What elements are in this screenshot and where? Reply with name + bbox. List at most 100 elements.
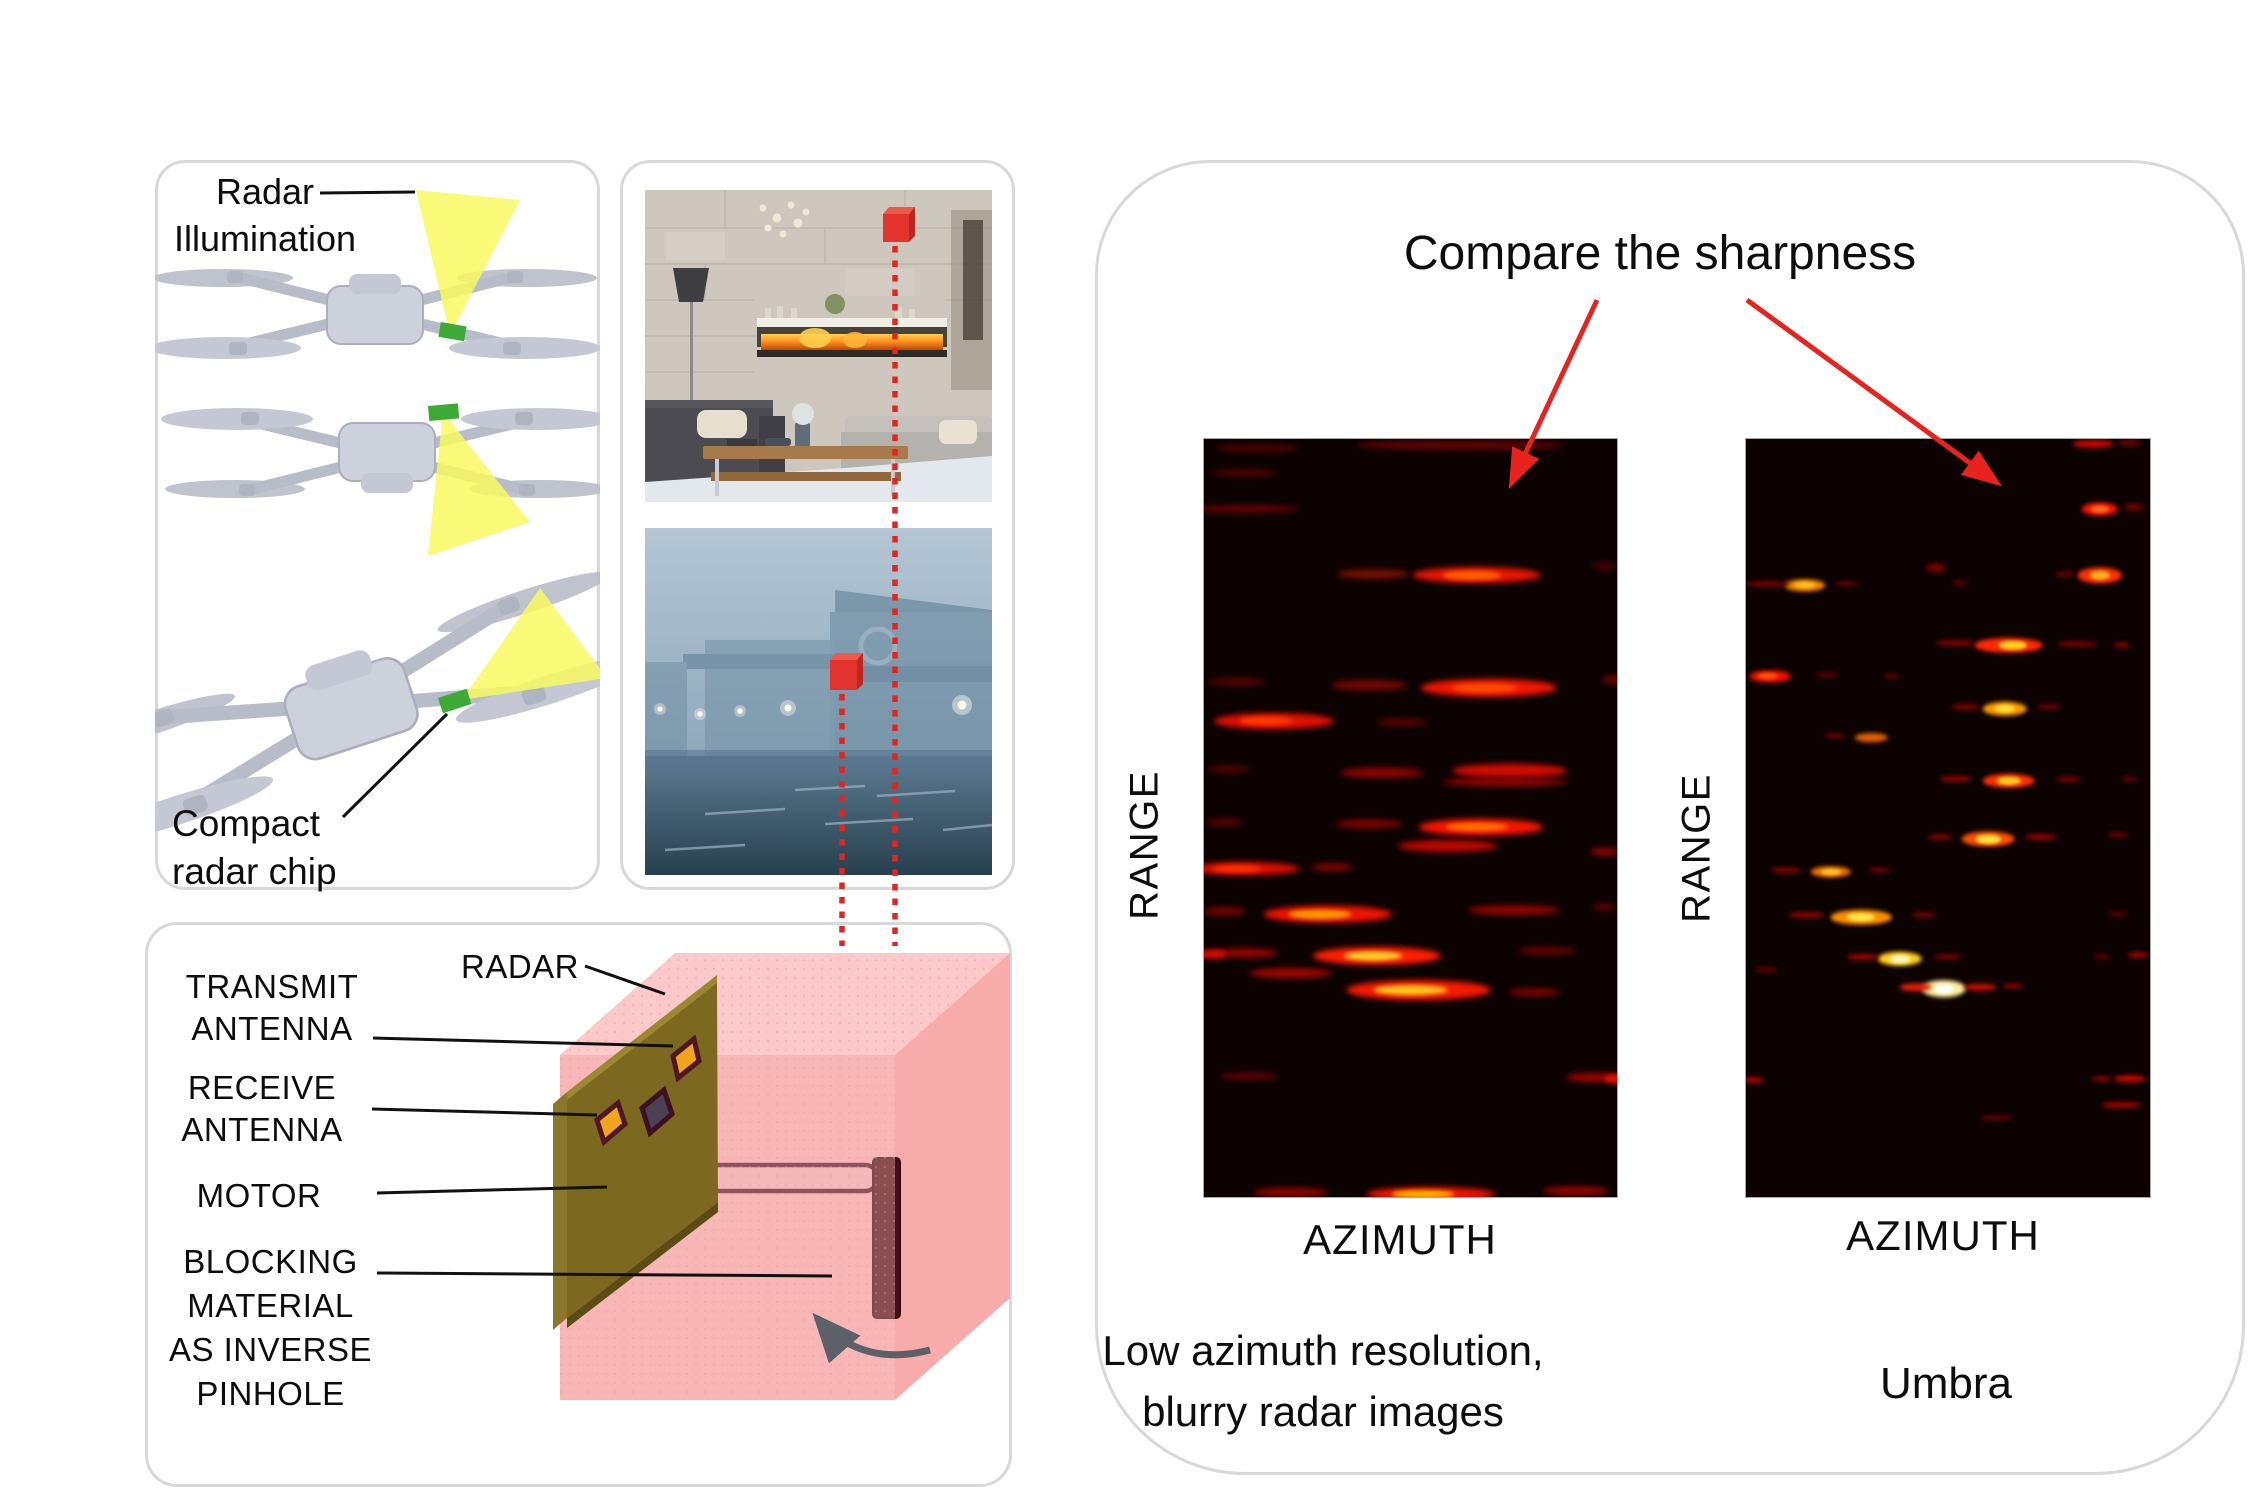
heatmap-blob (1814, 672, 1839, 678)
radar-chip-1 (438, 321, 467, 342)
heatmap-blob (1398, 839, 1498, 853)
heatmap-blob (2057, 776, 2082, 782)
heatmap-blob (1911, 912, 1936, 918)
heatmap-blob (1590, 847, 1617, 857)
azimuth-label-left: AZIMUTH (1303, 1216, 1497, 1263)
heatmap-blob (1212, 469, 1279, 477)
heatmap-blob (1212, 864, 1262, 873)
heatmap-blob (1824, 733, 1845, 739)
heatmap-blob (1834, 581, 1860, 587)
heatmap-blob (1602, 675, 1617, 685)
heatmap-blob (1253, 1188, 1328, 1197)
drone-illustrations (155, 190, 600, 890)
heatmap-blob (1220, 1072, 1279, 1080)
radar-image-blurry (1203, 438, 1618, 1198)
heatmap-blob (2121, 777, 2138, 782)
heatmap-blob (2101, 1101, 2142, 1108)
heatmap-blob (1336, 819, 1403, 829)
motor-label: MOTOR (196, 1177, 322, 1214)
heatmap-blob (1204, 949, 1227, 960)
radar-image-umbra (1745, 438, 2151, 1198)
heatmap-blob (1542, 1186, 1609, 1196)
heatmap-blob (1443, 571, 1502, 580)
heatmap-blob (1996, 776, 2021, 786)
heatmap-blob (1249, 968, 1333, 979)
radar-illumination-pointer-line (319, 190, 416, 195)
heatmap-blob (1592, 562, 1617, 570)
radar-label: RADAR (460, 948, 580, 985)
heatmap-blob (1451, 683, 1518, 693)
heatmap-blob (1952, 580, 1969, 586)
heatmap-blob (2127, 952, 2148, 959)
heatmap-blob (1772, 867, 1801, 873)
heatmap-blob (1204, 907, 1246, 916)
heatmap-blob (1746, 1077, 1765, 1084)
heatmap-blob (2055, 570, 2076, 577)
radar-board-side-edge (553, 1092, 567, 1330)
compact-chip-pointer-line (341, 712, 449, 819)
heatmap-blob (1933, 954, 1963, 960)
compact-radar-chip-label: Compact radar chip (172, 803, 337, 892)
heatmap-blob (1998, 641, 2027, 650)
heatmap-blob (1356, 440, 1564, 450)
heatmap-blob (2107, 911, 2128, 916)
heatmap-blob (2113, 642, 2130, 648)
heatmap-blob (2002, 982, 2023, 989)
heatmap-blob (1754, 966, 1779, 973)
heatmap-blob (1443, 777, 1568, 787)
drone-bottom-view (161, 408, 600, 498)
heatmap-blob (2090, 505, 2109, 513)
range-label-right: RANGE (1674, 773, 1719, 923)
heatmap-blob (1964, 983, 1997, 991)
heatmap-blob (2113, 1074, 2146, 1083)
drone-top-view (155, 269, 600, 359)
heatmap-blob (1933, 984, 1955, 994)
receive-antenna-label: RECEIVE ANTENNA (181, 1069, 343, 1148)
radar-beam-1 (416, 190, 520, 335)
heatmap-blob (1451, 763, 1568, 779)
radar-beam-2 (428, 412, 530, 556)
heatmap-blob (1340, 767, 1423, 778)
heatmap-blob (1567, 1073, 1617, 1082)
heatmap-blob (1847, 953, 1880, 960)
heatmap-blob (1332, 680, 1407, 691)
radar-beam-3 (462, 588, 600, 700)
heatmap-blob (1288, 910, 1351, 919)
heatmap-blob (1994, 705, 2015, 713)
transmit-antenna-label: TRANSMIT ANTENNA (185, 968, 359, 1047)
heatmap-blob (1746, 580, 1791, 587)
heatmap-blob (2123, 503, 2144, 511)
heatmap-blob (2024, 833, 2058, 840)
radar-ic-chip (639, 1085, 675, 1138)
cube-right-face (895, 953, 1010, 1400)
heatmap-blob (1391, 1190, 1454, 1197)
heatmap-blob (1855, 732, 1888, 743)
heatmap-blob (1889, 955, 1910, 963)
heatmap-blob (2073, 439, 2114, 448)
heatmap-blob (1758, 673, 1779, 680)
heatmap-blob (1939, 776, 1973, 783)
heatmap-blob (1344, 951, 1403, 961)
heatmap-blob (2107, 832, 2128, 838)
rotation-arrow (812, 1312, 931, 1364)
heatmap-blob (1212, 948, 1279, 958)
heatmap-blob (1846, 913, 1876, 922)
living-room-photo (645, 190, 992, 502)
heatmap-blob (1976, 835, 2001, 844)
receive-antenna (594, 1098, 628, 1147)
heatmap-blob (2057, 640, 2098, 647)
azimuth-label-right: AZIMUTH (1846, 1212, 2040, 1259)
range-label-left: RANGE (1122, 770, 1167, 920)
radar-chip-2 (428, 403, 460, 421)
heatmap-blob (2091, 1076, 2112, 1082)
heatmap-blob (1509, 988, 1560, 997)
caption-umbra: Umbra (1879, 1359, 2013, 1408)
heatmap-blob (1980, 1115, 2013, 1121)
heatmap-blob (1445, 822, 1508, 832)
caption-blurry: Low azimuth resolution, blurry radar ima… (1102, 1327, 1544, 1435)
heatmap-blob (1311, 863, 1353, 871)
heatmap-blob (1820, 868, 1841, 875)
heatmap-blob (1869, 868, 1890, 873)
heatmap-blob (1377, 719, 1428, 726)
